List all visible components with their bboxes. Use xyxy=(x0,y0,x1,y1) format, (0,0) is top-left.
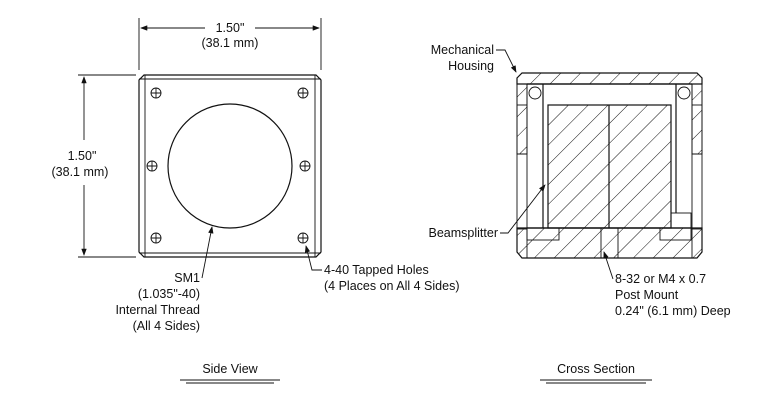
sm1-all-sides: (All 4 Sides) xyxy=(133,319,200,333)
post-mount-hole xyxy=(600,227,619,259)
tapped-holes-label: 4-40 Tapped Holes xyxy=(324,263,429,277)
sm1-internal-thread: Internal Thread xyxy=(115,303,200,317)
sm1-bore xyxy=(167,103,293,229)
hole-icon xyxy=(297,232,309,244)
width-dim-mm: (38.1 mm) xyxy=(202,36,259,50)
hole-icon xyxy=(297,87,309,99)
sm1-label: SM1 xyxy=(174,271,200,285)
hole-icon xyxy=(146,160,158,172)
height-dim-inch: 1.50" xyxy=(68,149,97,163)
width-dim-inch: 1.50" xyxy=(216,21,245,35)
side-view-outline xyxy=(138,74,322,258)
housing-label-1: Mechanical xyxy=(431,43,494,57)
post-mount-label: Post Mount xyxy=(615,288,679,302)
side-view: 1.50" (38.1 mm) 1.50" (38.1 mm) SM1 (1.0… xyxy=(52,18,460,384)
post-mount-thread: 8-32 or M4 x 0.7 xyxy=(615,272,706,286)
beamsplitter-label: Beamsplitter xyxy=(429,226,498,240)
cross-section-caption: Cross Section xyxy=(557,362,635,376)
hole-icon xyxy=(150,87,162,99)
base-plate xyxy=(516,227,703,259)
tapped-holes-places: (4 Places on All 4 Sides) xyxy=(324,279,460,293)
side-view-caption: Side View xyxy=(202,362,258,376)
cross-section: Mechanical Housing Beamsplitter 8-32 or … xyxy=(429,43,731,384)
tapped-holes xyxy=(146,87,311,244)
post-mount-depth: 0.24" (6.1 mm) Deep xyxy=(615,304,731,318)
housing-label-2: Housing xyxy=(448,59,494,73)
sm1-thread-size: (1.035"-40) xyxy=(138,287,200,301)
height-dim-mm: (38.1 mm) xyxy=(52,165,109,179)
hole-icon xyxy=(150,232,162,244)
hole-icon xyxy=(299,160,311,172)
